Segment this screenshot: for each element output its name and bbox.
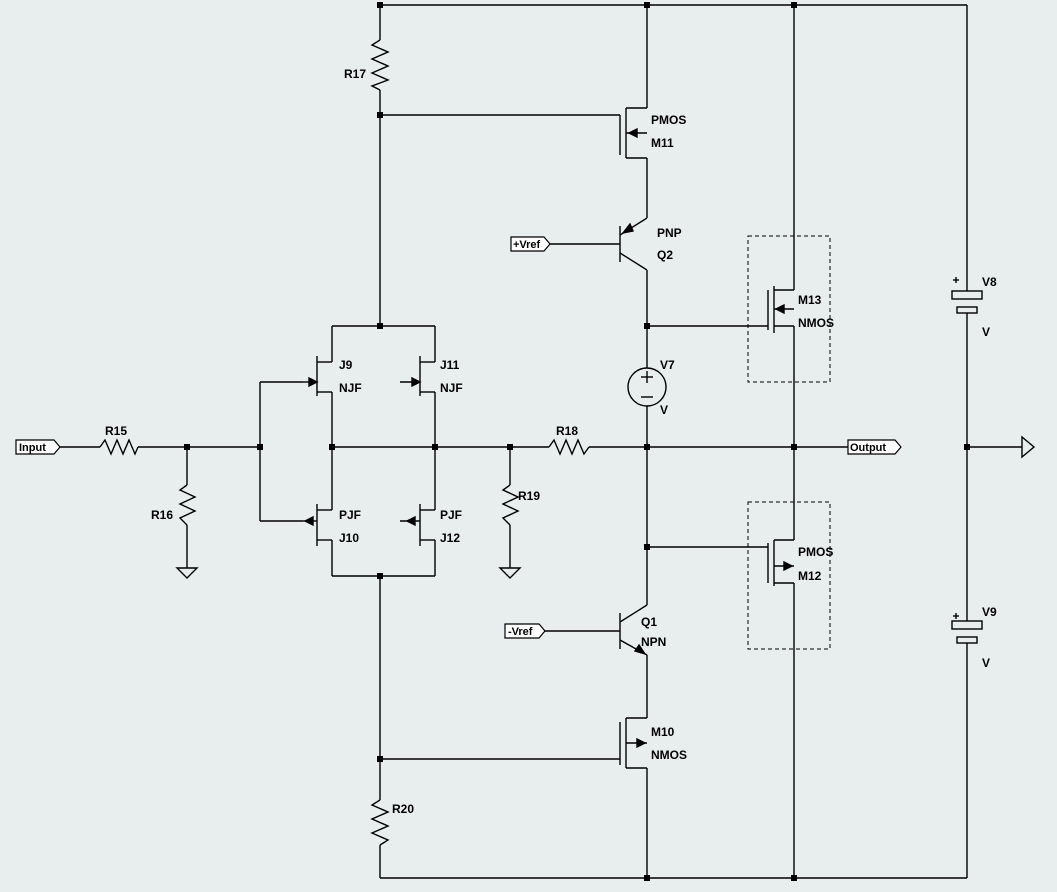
m10-name-label: M10 — [651, 725, 675, 739]
q1-type-label: NPN — [641, 635, 666, 649]
j12-name-label: J12 — [440, 531, 460, 545]
v9-name-label: V9 — [982, 605, 997, 619]
r19-label: R19 — [518, 489, 540, 503]
j11-type-label: NJF — [440, 381, 463, 395]
m13-mosfet[interactable] — [767, 286, 794, 333]
j9-name-label: J9 — [339, 358, 353, 372]
j10-type-label: PJF — [339, 508, 361, 522]
q1-name-label: Q1 — [641, 615, 657, 629]
input-port-label: Input — [19, 442, 46, 454]
v8-name-label: V8 — [982, 275, 997, 289]
output-port-label: Output — [850, 442, 886, 454]
m13-dashed-box — [747, 235, 831, 383]
r17-resistor[interactable] — [370, 39, 390, 91]
r15-label: R15 — [105, 424, 127, 438]
m11-type-label: PMOS — [651, 113, 686, 127]
r17-label: R17 — [344, 67, 366, 81]
m11-mosfet[interactable] — [619, 107, 647, 159]
v9-battery[interactable] — [951, 612, 983, 650]
j9-type-label: NJF — [339, 381, 362, 395]
ground-symbol-rail — [1021, 435, 1036, 459]
m10-type-label: NMOS — [651, 748, 687, 762]
v7-value-label: V — [660, 403, 668, 417]
r16-resistor[interactable] — [178, 484, 197, 526]
r18-label: R18 — [556, 424, 578, 438]
q2-transistor[interactable] — [619, 217, 648, 271]
v7-voltage-source[interactable] — [627, 367, 667, 407]
vref-pos-label: +Vref — [513, 239, 541, 251]
vref-neg-port-flag[interactable] — [504, 623, 546, 639]
v9-value-label: V — [982, 656, 990, 670]
junctions — [184, 2, 970, 881]
j9-jfet[interactable] — [303, 356, 332, 396]
input-port-flag[interactable] — [15, 439, 61, 455]
m12-dashed-box — [747, 501, 831, 650]
vref-pos-port-flag[interactable] — [510, 236, 551, 252]
m13-name-label: M13 — [798, 293, 822, 307]
q1-transistor[interactable] — [619, 604, 648, 656]
r20-resistor[interactable] — [370, 799, 390, 846]
m12-name-label: M12 — [798, 569, 822, 583]
r20-label: R20 — [392, 802, 414, 816]
ground-symbol-r19 — [498, 567, 522, 579]
r18-resistor[interactable] — [548, 438, 590, 456]
m11-name-label: M11 — [651, 136, 674, 150]
v8-battery[interactable] — [951, 277, 983, 320]
r19-resistor[interactable] — [501, 484, 520, 526]
m10-mosfet[interactable] — [619, 717, 647, 769]
j11-jfet[interactable] — [400, 356, 435, 396]
m13-type-label: NMOS — [798, 316, 834, 330]
m12-mosfet[interactable] — [767, 539, 794, 586]
j10-jfet[interactable] — [303, 504, 332, 546]
output-port-flag[interactable] — [847, 439, 902, 455]
j12-type-label: PJF — [440, 508, 462, 522]
q2-name-label: Q2 — [657, 248, 673, 262]
r16-label: R16 — [151, 508, 173, 522]
wires — [60, 4, 1022, 879]
j11-name-label: J11 — [440, 358, 460, 372]
vref-neg-label: -Vref — [508, 626, 533, 638]
j12-jfet[interactable] — [400, 504, 435, 546]
v8-value-label: V — [982, 325, 990, 339]
j10-name-label: J10 — [339, 531, 359, 545]
q2-type-label: PNP — [657, 226, 682, 240]
m12-type-label: PMOS — [798, 545, 833, 559]
v7-name-label: V7 — [660, 358, 675, 372]
r15-resistor[interactable] — [99, 438, 139, 456]
ground-symbol-r16 — [175, 567, 199, 579]
